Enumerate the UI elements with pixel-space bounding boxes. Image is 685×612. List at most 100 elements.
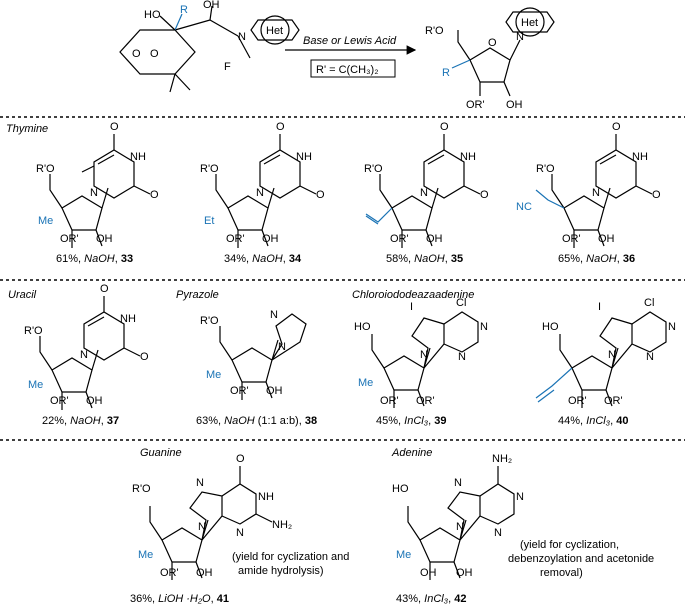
compound-42: N NH₂ N N N HO Me OH OH (yield for cycli… <box>392 453 654 605</box>
yield-label-35: 58%, NaOH, 35 <box>386 253 463 265</box>
atom-label: OR' <box>50 395 69 407</box>
atom-label: OH <box>266 385 283 397</box>
atom-label: NH <box>120 313 136 325</box>
atom-label: O <box>316 189 325 201</box>
product-het-label: Het <box>521 17 538 29</box>
atom-label: NH <box>258 491 274 503</box>
compound-34: O NH O N R'O Et OR' OH 34%, NaOH, 34 <box>200 121 325 265</box>
atom-label: R'O <box>132 483 151 495</box>
atom-label: N <box>456 521 464 533</box>
atom-label: N <box>270 309 278 321</box>
r-prime-definition: R' = C(CH₃)₂ <box>316 64 379 76</box>
product-rpo-label: R'O <box>425 25 444 37</box>
atom-label: OR' <box>604 395 623 407</box>
atom-label: OH <box>598 233 615 245</box>
heading-guanine: Guanine <box>140 447 182 459</box>
product-oh-label: OH <box>506 99 523 111</box>
atom-label: OR' <box>60 233 79 245</box>
yield-label-37: 22%, NaOH, 37 <box>42 415 119 427</box>
product-n-label: N <box>516 31 524 43</box>
atom-label: O <box>140 351 149 363</box>
product-o-label: O <box>488 37 497 49</box>
atom-label: O <box>276 121 285 133</box>
atom-label: OR' <box>380 395 399 407</box>
atom-label: N <box>278 341 286 353</box>
atom-label: N <box>420 187 428 199</box>
yield-label-38: 63%, NaOH (1:1 a:b), 38 <box>196 415 317 427</box>
start-n-label: N <box>238 31 246 43</box>
atom-label: N <box>592 187 600 199</box>
substituent-label: Me <box>358 377 373 389</box>
product-general: R'O R N O OR' OH Het <box>425 7 555 111</box>
substituent-label: Me <box>28 379 43 391</box>
compound-36: O NH O N R'O NC OR' OH 65%, NaOH, 36 <box>516 121 661 265</box>
atom-label: OR' <box>390 233 409 245</box>
atom-label: HO <box>354 321 371 333</box>
atom-label: OR' <box>568 395 587 407</box>
product-or-label: OR' <box>466 99 485 111</box>
atom-label: R'O <box>24 325 43 337</box>
conditions-label: Base or Lewis Acid <box>303 35 397 47</box>
compound-38: N N R'O Me OR' OH 63%, NaOH (1:1 a:b), 3… <box>196 309 317 427</box>
atom-label: O <box>100 283 109 295</box>
atom-label: N <box>608 349 616 361</box>
note-line: (yield for cyclization, <box>520 539 619 551</box>
compound-40: I Cl N N N HO OR' OR' 44%, InCl₃, 40 <box>535 297 676 427</box>
atom-label: OH <box>420 567 437 579</box>
heading-adenine: Adenine <box>391 447 432 459</box>
atom-label: N <box>458 351 466 363</box>
atom-label: N <box>256 187 264 199</box>
substituent-label: Me <box>396 549 411 561</box>
atom-label: N <box>516 491 524 503</box>
heading-pyrazole: Pyrazole <box>176 289 219 301</box>
atom-label: OR' <box>226 233 245 245</box>
atom-label: O <box>110 121 119 133</box>
substituent-label: Me <box>138 549 153 561</box>
note-line: amide hydrolysis) <box>238 565 324 577</box>
atom-label: OR' <box>562 233 581 245</box>
atom-label: OH <box>86 395 103 407</box>
yield-label-40: 44%, InCl₃, 40 <box>558 415 628 427</box>
atom-label: NH <box>632 151 648 163</box>
atom-label: OH <box>262 233 279 245</box>
start-ho-label: HO <box>144 9 161 21</box>
start-oh-label: OH <box>203 0 220 11</box>
atom-label: O <box>612 121 621 133</box>
substituent-label: NC <box>516 201 532 213</box>
atom-label: HO <box>542 321 559 333</box>
note-line: debenzoylation and acetonide <box>508 553 654 565</box>
atom-label: R'O <box>536 163 555 175</box>
atom-label: N <box>668 321 676 333</box>
atom-label: N <box>196 477 204 489</box>
atom-label: O <box>236 453 245 465</box>
compound-35: O NH O N R'O OR' OH 58%, NaOH, 35 <box>364 121 489 265</box>
start-r-label: R <box>180 4 188 16</box>
compound-37: O NH O N R'O Me OR' OH 22%, NaOH, 37 <box>24 283 149 427</box>
atom-label: OR' <box>160 567 179 579</box>
atom-label: N <box>420 349 428 361</box>
start-het-label: Het <box>266 25 283 37</box>
compound-39: I Cl N N N HO Me OR' OR' 45%, InCl₃, 39 <box>354 297 488 427</box>
heading-uracil: Uracil <box>8 289 37 301</box>
start-f-label: F <box>224 61 231 73</box>
reaction-arrow: Base or Lewis Acid R' = C(CH₃)₂ <box>285 35 417 78</box>
yield-label-36: 65%, NaOH, 36 <box>558 253 635 265</box>
atom-label: O <box>150 189 159 201</box>
substituent-label: Et <box>204 215 214 227</box>
yield-label-34: 34%, NaOH, 34 <box>224 253 302 265</box>
atom-label: N <box>80 349 88 361</box>
atom-label: O <box>652 189 661 201</box>
compound-41: N O NH N NH₂ N R'O Me OR' OH (yield for … <box>130 453 349 605</box>
atom-label: Cl <box>644 297 654 309</box>
atom-label: R'O <box>200 315 219 327</box>
atom-label: Cl <box>456 297 466 309</box>
start-o2-label: O <box>150 48 159 60</box>
atom-label: I <box>598 301 601 313</box>
atom-label: N <box>480 321 488 333</box>
atom-label: OH <box>456 567 473 579</box>
atom-label: R'O <box>200 163 219 175</box>
atom-label: N <box>236 527 244 539</box>
atom-label: NH₂ <box>272 519 292 531</box>
note-line: removal) <box>540 567 583 579</box>
